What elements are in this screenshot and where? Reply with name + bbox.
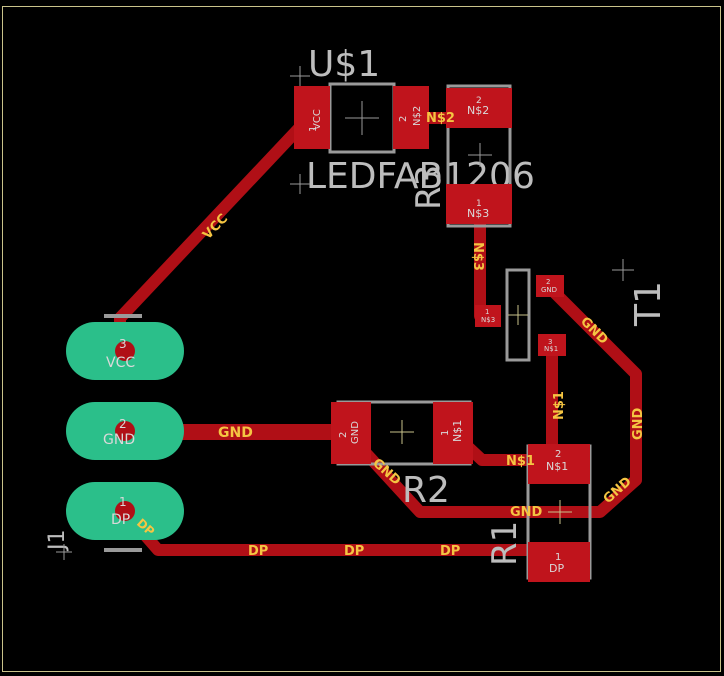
u1-pad-1-label: 1 <box>308 126 319 132</box>
u1-name-label: U$1 <box>308 44 380 85</box>
net-label-dp-a: DP <box>248 544 268 559</box>
net-label-dp-b: DP <box>344 544 364 559</box>
t1-pad-1[interactable] <box>475 305 501 327</box>
t1-pad-2-num: 2 <box>546 278 550 286</box>
r1-pad-2-num: 2 <box>555 449 561 460</box>
net-label-gnd-bottom: GND <box>510 505 543 520</box>
j1-pad-1-net: DP <box>111 512 130 528</box>
u1-pad-2-label: 2 <box>398 116 409 122</box>
board-outline <box>2 6 721 672</box>
r3-pad-1-num: 1 <box>476 199 482 209</box>
r2-pad-2-num: 2 <box>338 432 349 438</box>
r3-pad-1-net: N$3 <box>467 207 489 220</box>
r3-name-label: R3 <box>409 165 449 210</box>
r3-pad-2[interactable] <box>446 88 512 128</box>
net-label-gnd-t1-b: GND <box>631 407 646 440</box>
j1-pad-2-net: GND <box>103 432 135 448</box>
r3-pad-2-net: N$2 <box>467 104 489 117</box>
r2-pad-2[interactable] <box>331 402 371 464</box>
trace-gnd-t1[interactable] <box>346 280 642 518</box>
component-r3[interactable]: 2 N$2 1 N$3 R3 <box>409 84 512 228</box>
u1-pad-1[interactable] <box>294 86 330 149</box>
r1-pad-2-net: N$1 <box>546 460 568 473</box>
component-u1[interactable]: 1 VCC 2 N$2 U$1 LEDFAB1206 <box>290 44 535 197</box>
j1-pad-1-num: 1 <box>119 495 127 509</box>
r1-name-label: R1 <box>485 521 525 566</box>
r2-pad-2-net: GND <box>350 421 361 444</box>
component-r2[interactable]: 2 GND 1 N$1 R2 <box>331 400 473 511</box>
r3-silk-outline <box>446 84 512 228</box>
component-j1[interactable]: 3 VCC 2 GND 1 DP J1 <box>45 314 184 560</box>
r3-pad-2-num: 2 <box>476 96 482 106</box>
j1-name-label: J1 <box>45 530 70 553</box>
r1-pad-2[interactable] <box>528 444 590 484</box>
component-r1[interactable]: 2 N$1 1 DP R1 <box>485 444 592 582</box>
net-label-n1-r1: N$1 <box>506 454 535 469</box>
j1-pad-2-num: 2 <box>119 417 127 431</box>
component-t1[interactable]: 1 N$3 2 GND 3 N$1 T1 <box>475 259 669 362</box>
net-label-n3: N$3 <box>470 242 485 271</box>
r1-pad-1-net: DP <box>549 562 564 575</box>
r2-pad-1-num: 1 <box>440 430 451 436</box>
net-label-vcc: VCC <box>200 211 231 242</box>
u1-pad-2[interactable] <box>393 86 429 149</box>
net-label-gnd-j1: GND <box>218 425 253 441</box>
r2-name-label: R2 <box>402 470 450 511</box>
t1-pad-1-num: 1 <box>485 308 489 316</box>
t1-pad-2[interactable] <box>536 275 564 297</box>
net-label-n2: N$2 <box>426 111 455 126</box>
r1-pad-1-num: 1 <box>555 552 561 563</box>
u1-pad-1-net: VCC <box>312 109 323 130</box>
r3-pad-1[interactable] <box>446 184 512 224</box>
net-label-dp-c: DP <box>440 544 460 559</box>
r2-pad-1-net: N$1 <box>451 420 464 442</box>
t1-pad-3-num: 3 <box>548 338 552 346</box>
t1-name-label: T1 <box>628 281 669 327</box>
t1-pad-3-net: N$1 <box>544 345 558 353</box>
t1-silk-outline <box>505 268 531 362</box>
j1-pad-3-net: VCC <box>106 355 135 371</box>
net-label-n1-vertical: N$1 <box>552 391 567 420</box>
t1-pad-1-net: N$3 <box>481 316 495 324</box>
j1-pad-3-num: 3 <box>119 337 127 351</box>
u1-pad-2-net: N$2 <box>412 106 423 126</box>
t1-pad-2-net: GND <box>541 286 557 294</box>
r1-pad-1[interactable] <box>528 542 590 582</box>
r2-pad-1[interactable] <box>433 402 473 464</box>
t1-pad-3[interactable] <box>538 334 566 356</box>
